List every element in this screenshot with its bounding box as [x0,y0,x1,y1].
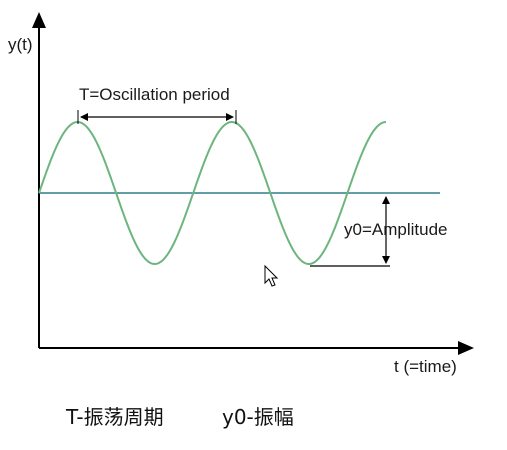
caption-amplitude-note: y0-振幅 [222,405,294,429]
mouse-cursor-icon [264,264,279,287]
period-label: T=Oscillation period [79,85,230,104]
x-axis-arrow [458,341,474,355]
y-axis-label: y(t) [8,35,33,54]
y-axis-arrow [32,12,46,28]
caption-period-note: T-振荡周期 [65,405,164,429]
x-axis-label: t (=time) [394,357,457,376]
sine-wave [38,121,387,266]
amplitude-label: y0=Amplitude [344,220,447,239]
